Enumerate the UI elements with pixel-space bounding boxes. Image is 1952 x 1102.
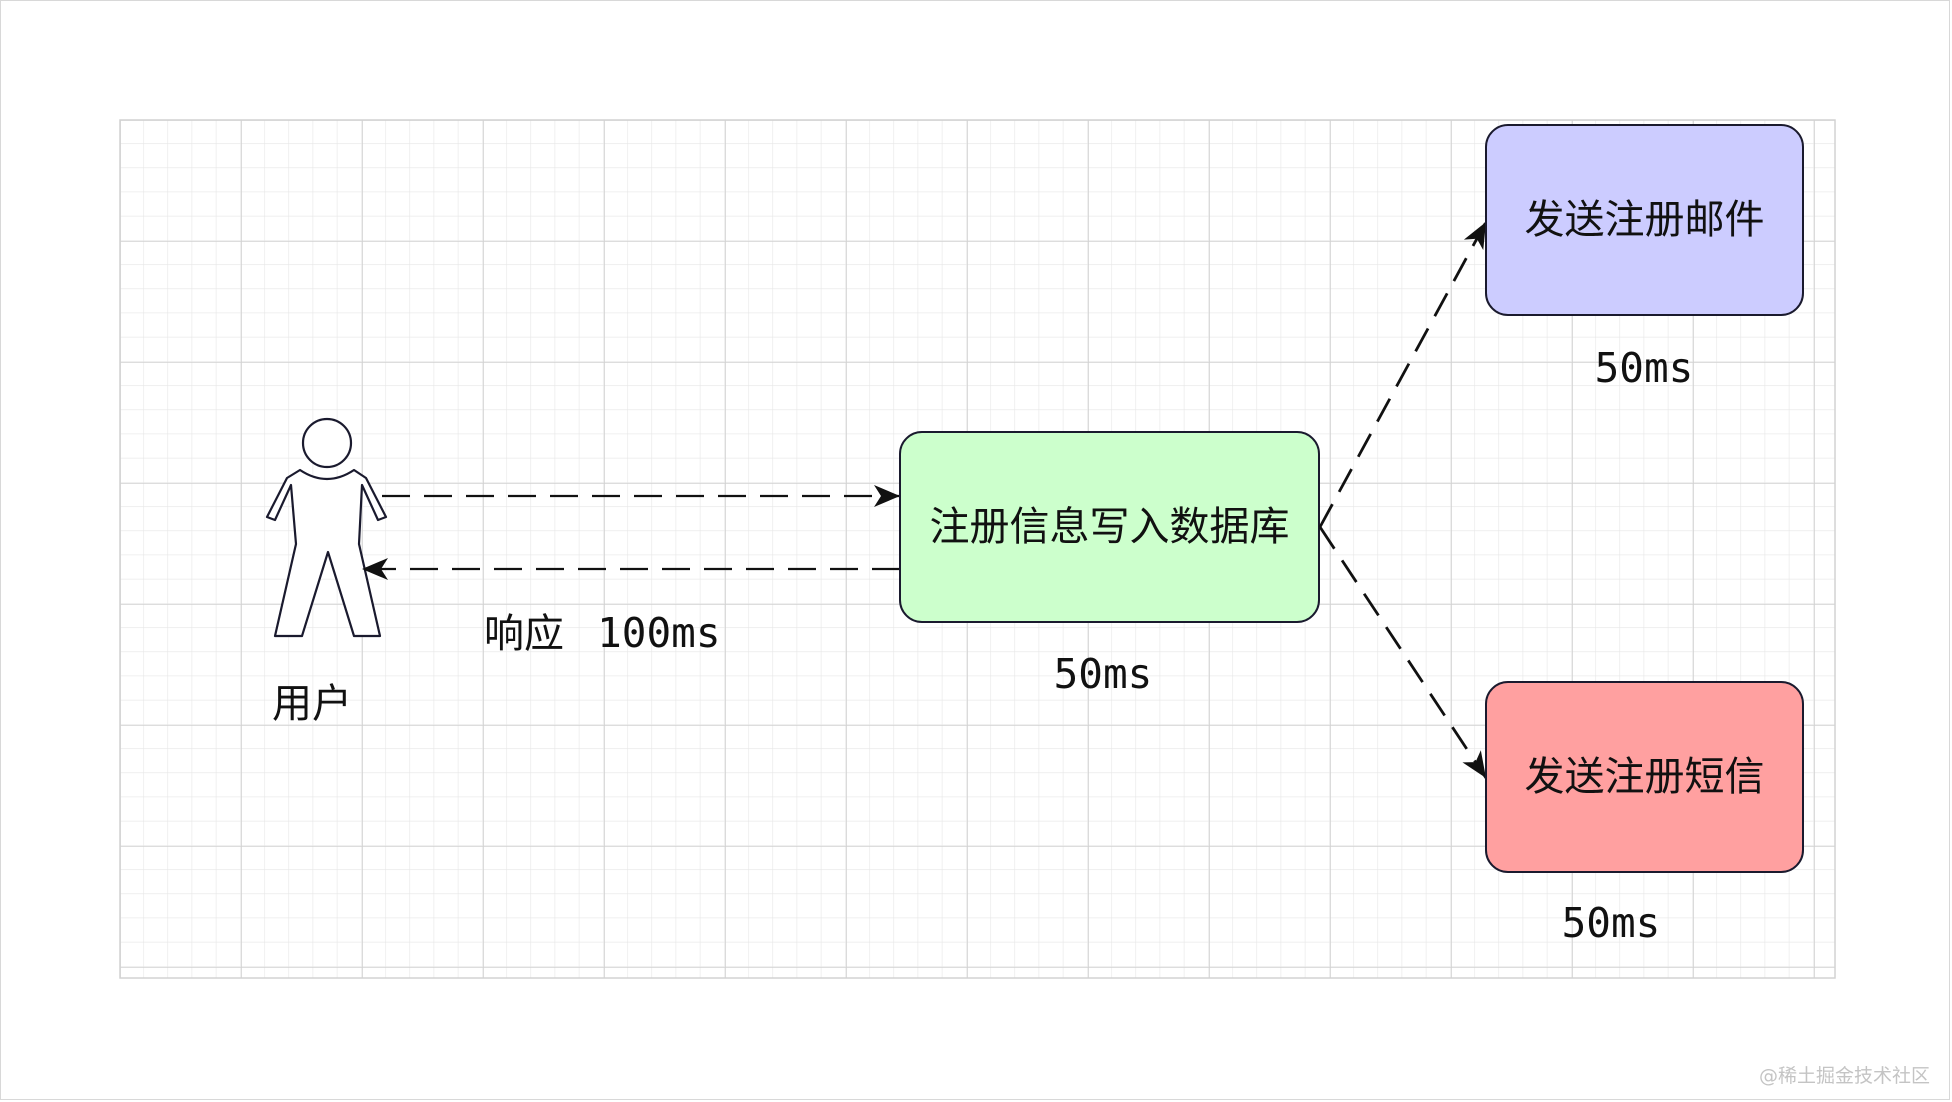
user-icon (265, 417, 388, 638)
email-label: 发送注册邮件 (1525, 197, 1765, 243)
user-actor[interactable]: 用户 (265, 417, 388, 727)
email-node[interactable]: 发送注册邮件 (1485, 124, 1804, 316)
sms-box (1485, 681, 1804, 873)
email-time: 50ms (1595, 344, 1694, 392)
email-edge (1318, 221, 1488, 528)
response-text: 响应 (484, 611, 564, 657)
sms-node[interactable]: 发送注册短信 (1485, 681, 1804, 873)
email-box (1485, 124, 1804, 316)
db-write-box (899, 431, 1320, 623)
db-write-time: 50ms (1054, 650, 1153, 698)
sms-time: 50ms (1562, 899, 1661, 947)
db-write-node[interactable]: 注册信息写入数据库 (899, 431, 1320, 623)
response-time: 100ms (597, 609, 720, 657)
sms-edge (1318, 526, 1488, 779)
user-label: 用户 (272, 681, 352, 727)
response-label: 响应 100ms (484, 609, 721, 657)
sms-label: 发送注册短信 (1525, 754, 1765, 800)
watermark: @稀土掘金技术社区 (1758, 1065, 1930, 1087)
db-write-label: 注册信息写入数据库 (930, 504, 1290, 550)
